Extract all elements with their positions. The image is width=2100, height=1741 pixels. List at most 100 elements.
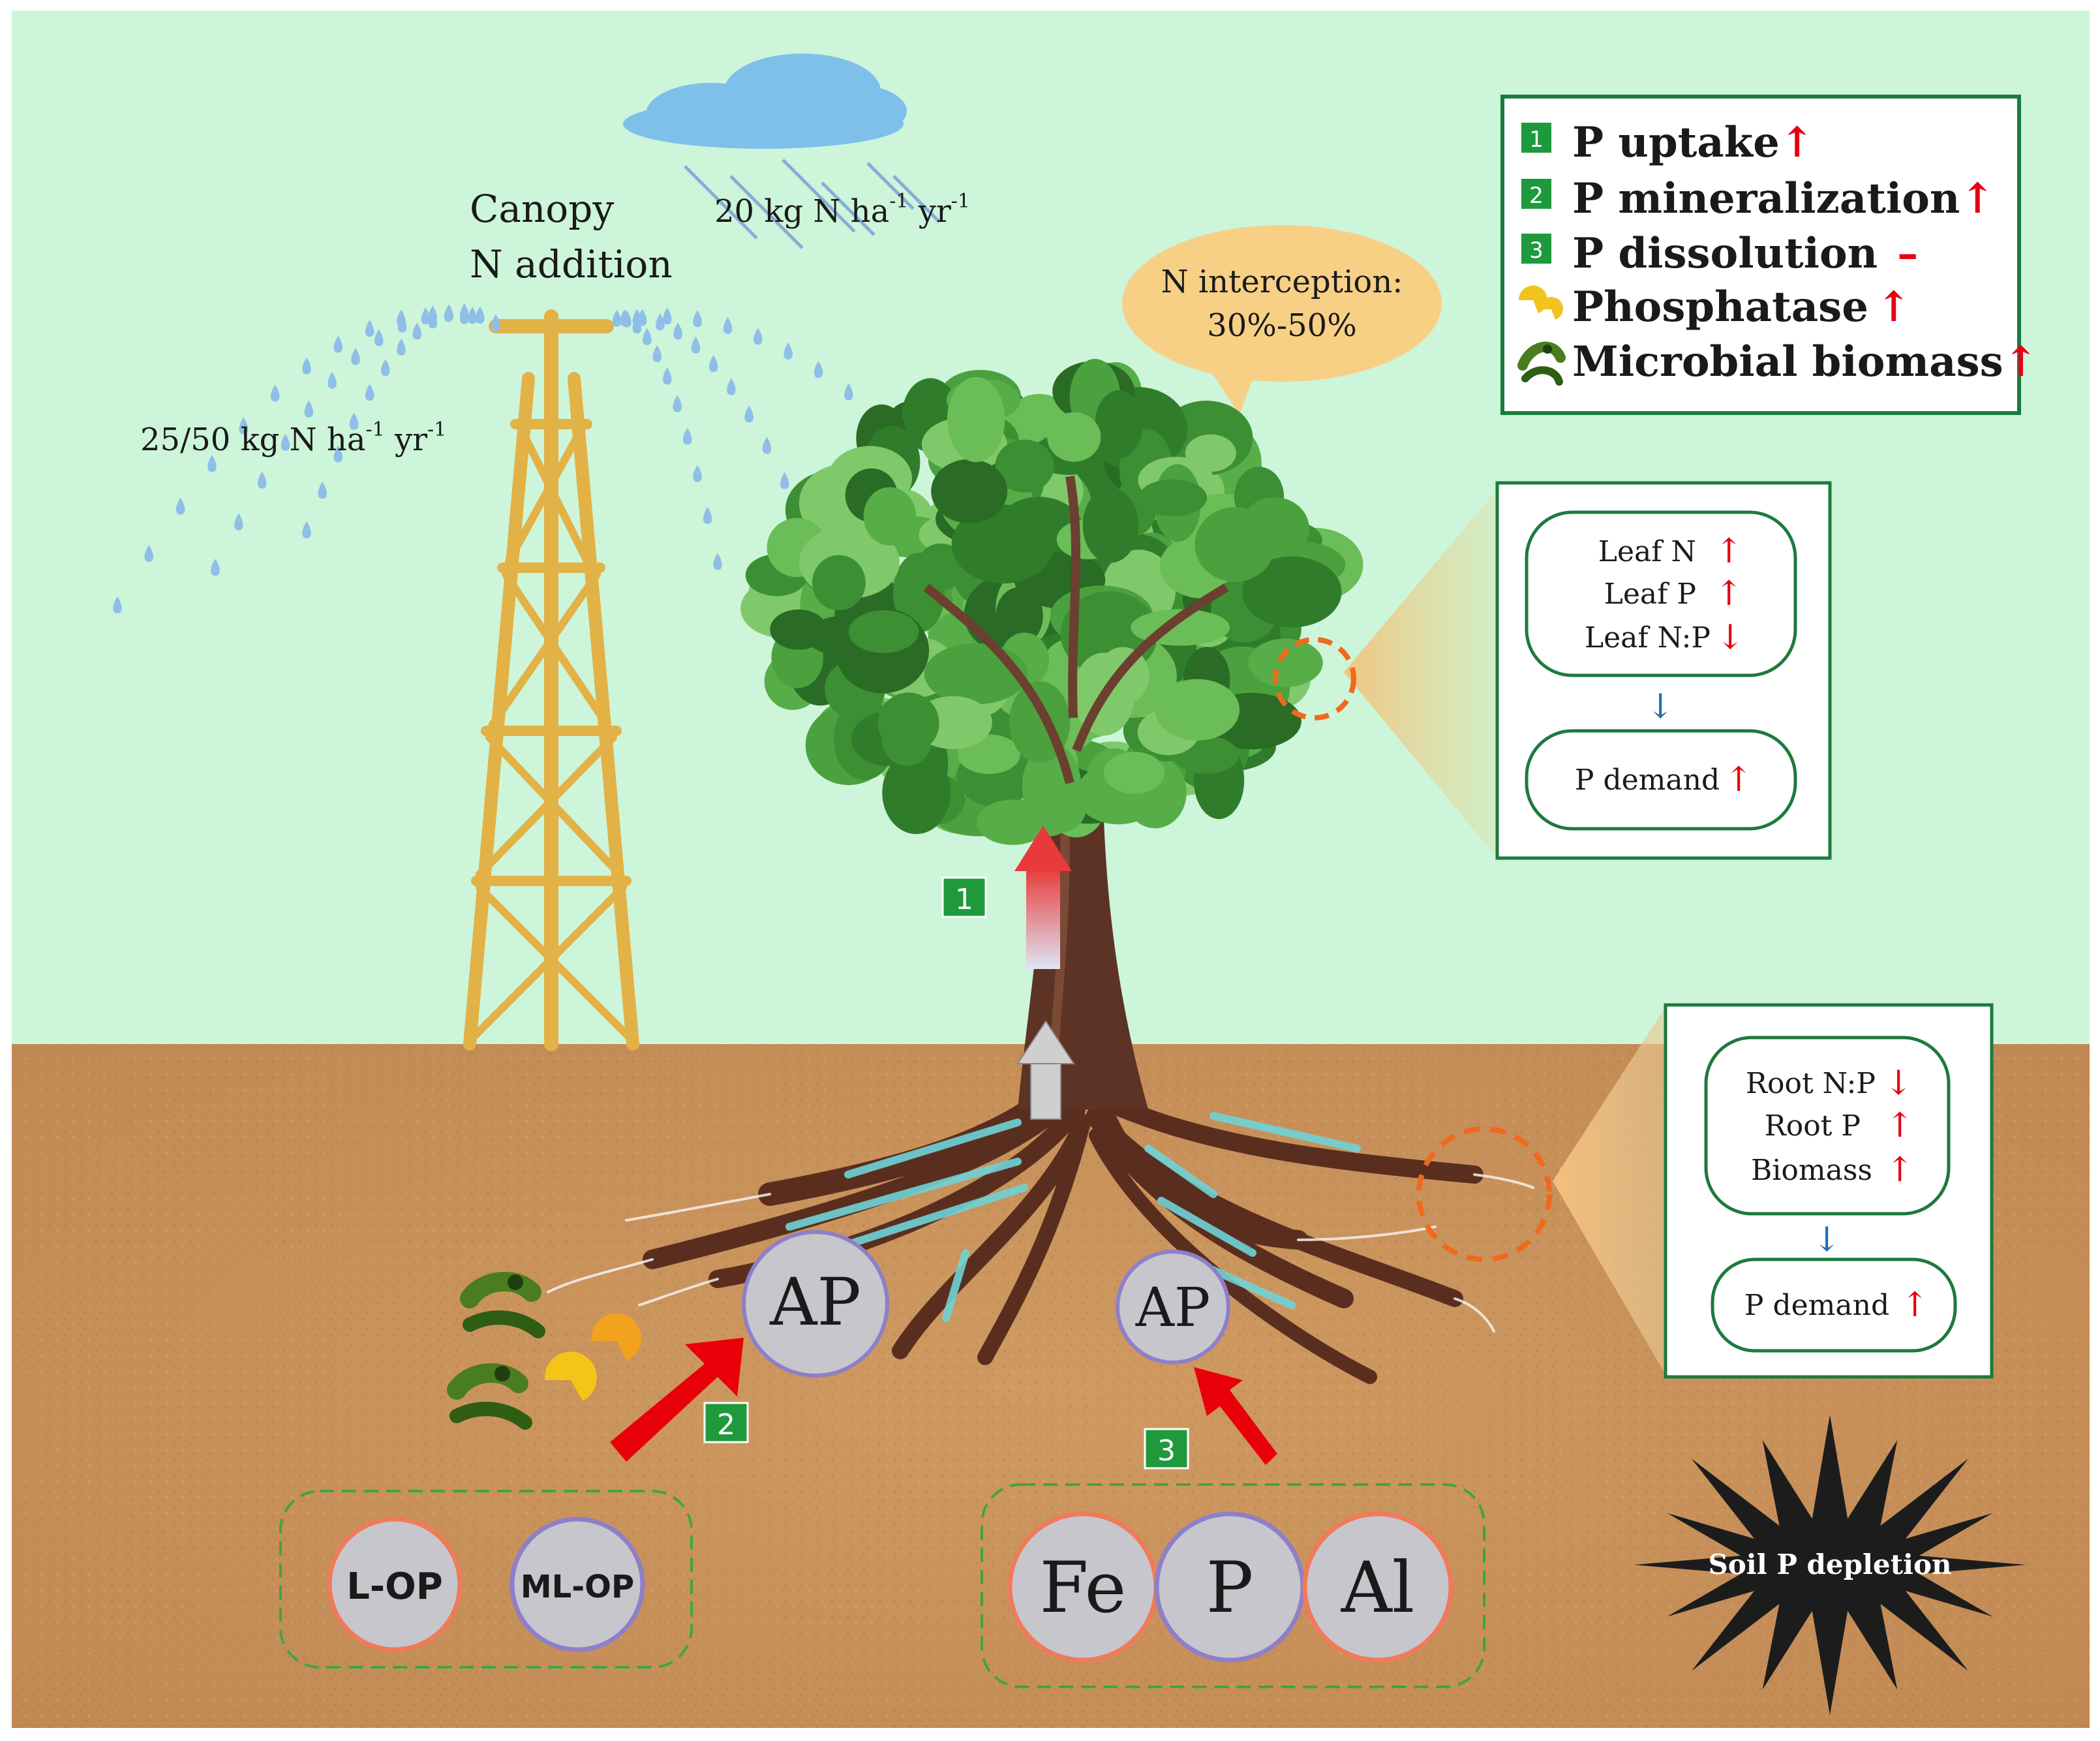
water-drop [673, 395, 682, 412]
ml-op-circle: ML-OP [510, 1517, 645, 1652]
water-drop [673, 322, 682, 340]
water-drop [327, 371, 337, 389]
root-p-demand-trend: ↑ [1900, 1286, 1929, 1325]
root-p-trend: ↑ [1885, 1106, 1914, 1145]
canopy-foliage [1095, 390, 1143, 459]
water-drop [444, 305, 453, 322]
root-np-label: Root N:P [1746, 1067, 1876, 1100]
water-drop [753, 328, 763, 345]
tree-branch [1072, 583, 1229, 752]
tree-branch [1065, 475, 1081, 718]
water-drop [304, 400, 314, 418]
canopy-foliage [1103, 752, 1165, 794]
root-biomass-trend: ↑ [1885, 1150, 1914, 1190]
water-drop [302, 521, 311, 538]
water-drop [691, 336, 701, 354]
canopy-title-line2: N addition [470, 242, 673, 286]
interception-line1: N interception: [1161, 264, 1403, 300]
water-drop [637, 309, 647, 326]
rain-deposition-label: 20 kg N ha-1 yr-1 [714, 190, 970, 230]
water-drop [318, 482, 327, 499]
microbes-cluster [447, 1272, 545, 1430]
dissolution-arrow [1194, 1367, 1277, 1465]
water-drop [234, 513, 243, 531]
water-drop [632, 316, 642, 334]
water-drop [397, 338, 406, 356]
svg-text:P uptake↑: P uptake↑ [1572, 118, 1814, 167]
svg-text:2: 2 [1529, 183, 1544, 209]
canopy-foliage [916, 543, 966, 591]
canopy-foliage [996, 587, 1043, 645]
svg-text:P dissolution–: P dissolution– [1572, 229, 1918, 278]
water-drop [207, 455, 217, 472]
svg-text:ML-OP: ML-OP [521, 1569, 634, 1605]
svg-text:1: 1 [955, 883, 973, 916]
leaf-np-trend: ↓ [1716, 618, 1744, 657]
leaf-callout-wedge [1344, 489, 1497, 858]
water-drop [257, 471, 267, 489]
water-drop [175, 497, 185, 515]
canopy-foliage [1185, 434, 1236, 472]
water-drop [397, 315, 407, 333]
water-drop [374, 329, 384, 347]
phosphatase-cluster [544, 1313, 641, 1401]
phosphatase-icon [591, 1313, 641, 1361]
canopy-foliage [877, 692, 939, 754]
canopy-foliage [1082, 487, 1139, 563]
water-drop [844, 383, 853, 401]
water-drop [693, 310, 702, 328]
water-drop [656, 313, 665, 331]
canopy-foliage [1047, 412, 1101, 462]
water-drop [412, 322, 421, 340]
water-drop [723, 316, 733, 334]
canopy-foliage [863, 487, 917, 546]
svg-text:Al: Al [1341, 1547, 1415, 1629]
water-drop [703, 506, 712, 524]
legend-item-p-mineralization: 2 P mineralization↑ [1521, 174, 1995, 223]
water-drop [780, 472, 789, 489]
water-drop [333, 445, 343, 463]
water-drop [708, 355, 718, 373]
leaf-n-trend: ↑ [1714, 532, 1743, 571]
water-drop [713, 553, 722, 570]
badge-dissolution: 3 [1144, 1428, 1189, 1470]
microbe-icon [460, 1272, 545, 1338]
interception-bubble: N interception: 30%-50% [1122, 225, 1442, 414]
svg-text:3: 3 [1529, 238, 1544, 264]
water-drop [302, 357, 311, 375]
ap-circle-left: AP [742, 1230, 889, 1378]
canopy-foliage [1155, 679, 1240, 741]
canopy-title-line1: Canopy [470, 187, 614, 231]
microbe-icon [447, 1363, 532, 1430]
water-drop [682, 427, 692, 445]
water-drop [144, 545, 154, 562]
leaf-p-label: Leaf P [1604, 578, 1696, 611]
inorganic-p-group: Fe P Al [981, 1483, 1485, 1688]
l-op-circle: L-OP [327, 1517, 463, 1652]
soil-p-depletion-burst: Soil P depletion [1634, 1415, 2026, 1715]
canopy-foliage [1033, 778, 1087, 833]
soil-p-depletion-label: Soil P depletion [1708, 1548, 1951, 1580]
water-drop [622, 310, 632, 328]
organic-p-group: L-OP ML-OP [279, 1490, 693, 1669]
legend-item-p-dissolution: 3 P dissolution– [1521, 229, 1918, 278]
legend-item-phosphatase: Phosphatase↑ [1518, 283, 1911, 331]
water-drop [744, 405, 753, 423]
water-drop [428, 311, 438, 329]
al-circle: Al [1302, 1511, 1453, 1663]
leaf-n-label: Leaf N [1598, 535, 1696, 568]
water-drop [381, 359, 390, 377]
mineralization-arrow [610, 1338, 744, 1462]
svg-text:L-OP: L-OP [346, 1565, 443, 1608]
water-drop [365, 320, 374, 337]
leaf-panel: Leaf N ↑ Leaf P ↑ Leaf N:P ↓ ↓ P demand … [1495, 481, 1832, 860]
canopy-foliage [882, 751, 951, 835]
water-drop [784, 342, 793, 360]
water-drop [459, 303, 469, 320]
root-focus-circle [1416, 1126, 1552, 1262]
water-drop [662, 367, 672, 385]
root-np-trend: ↓ [1884, 1064, 1913, 1103]
canopy-foliage [947, 377, 1005, 463]
